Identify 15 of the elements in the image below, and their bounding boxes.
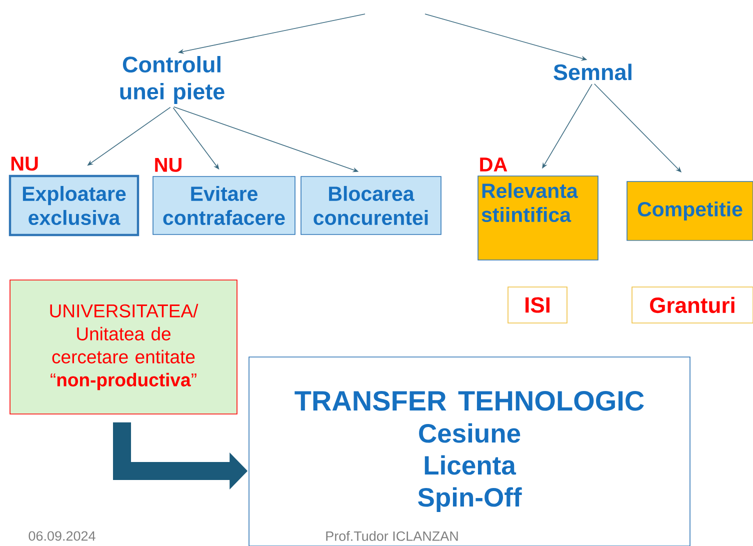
- process-box: Blocarea concurentei: [300, 176, 442, 235]
- tag-box: ISI: [508, 286, 568, 324]
- answer-label: NU: [11, 156, 38, 171]
- footer-text: 06.09.2024: [28, 531, 96, 541]
- process-box: Exploatare exclusiva: [8, 174, 140, 236]
- entity-box: UNIVERSITATEA/ Unitatea de cercetare entitate “non-productiva”: [10, 280, 238, 414]
- category-label: Controlul unei piete: [120, 56, 224, 104]
- answer-label: DA: [480, 158, 508, 172]
- process-box: Evitare contrafacere: [152, 176, 296, 235]
- process-box: Relevanta stiintifica: [478, 176, 598, 260]
- footer-text: Prof.Tudor ICLANZAN: [326, 531, 458, 541]
- tag-box: Granturi: [632, 286, 753, 324]
- process-box: Competitie: [626, 181, 753, 241]
- answer-label: NU: [155, 158, 182, 172]
- category-label: Semnal: [554, 64, 632, 80]
